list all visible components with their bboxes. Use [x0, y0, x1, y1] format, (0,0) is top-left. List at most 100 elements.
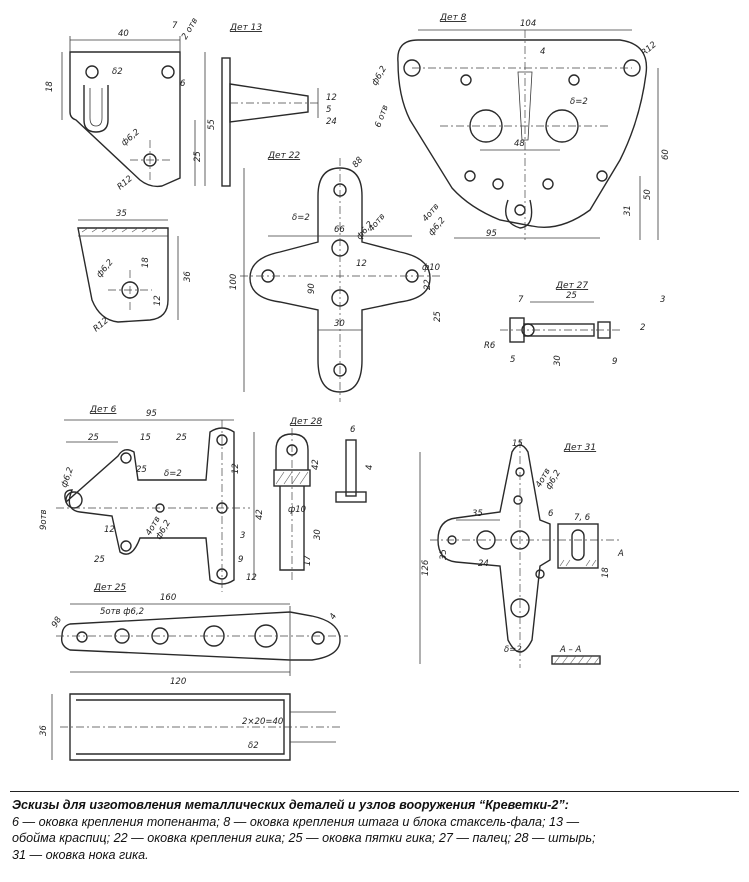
part-27-dim-30: 30: [553, 355, 563, 366]
part-28-hatch: [275, 471, 309, 485]
part-28-pin-shaft: [345, 439, 357, 497]
small-bracket-group: 35 36 18 12 ф6,2 R12: [77, 209, 193, 334]
part-22-outline: [249, 167, 431, 393]
part-31-dim-126: 126: [421, 559, 431, 576]
part-31-side-view: [557, 523, 599, 569]
part-13-dim-25: 25: [193, 151, 203, 162]
part-28-dim-6: 6: [350, 425, 356, 435]
part-25-group: Дет 25 160 5отв ф6,2 98 4 120: [50, 583, 348, 687]
part-25-dim-98: 98: [50, 615, 64, 630]
part-22-dim-100: 100: [229, 274, 239, 290]
part-13-slot: [83, 85, 109, 133]
part-22-dim-30: 30: [334, 319, 345, 329]
part-27-dim-9: 9: [612, 357, 617, 367]
part-6-dim-15: 15: [140, 433, 151, 443]
part-31-dim-35: 35: [472, 509, 483, 519]
small-bracket-dim-12: 12: [153, 295, 163, 306]
part-31-side-hatch: [559, 559, 597, 567]
part-6-dim-12: 12: [104, 525, 115, 535]
part-22-dim-90: 90: [307, 283, 317, 294]
part-6-group: Дет 6 95 25 15 25 25 δ=2 12 25 4отв ф6,2…: [39, 405, 265, 592]
part-13-dim-6: 6: [180, 79, 186, 89]
part-8-dim-31: 31: [623, 205, 633, 216]
part-31-dim-18: 18: [601, 567, 611, 578]
part-28-dim-17: 17: [303, 555, 313, 566]
part-31-dim-A: А: [617, 549, 624, 559]
part-25-hole-1: [76, 631, 88, 643]
part-25-side-dim-36: 36: [39, 725, 49, 736]
part-8-large-hole-right: [545, 109, 579, 143]
part-8-hole-g: [514, 204, 526, 216]
part-6-thickness: δ=2: [164, 469, 182, 479]
part-6-dim-12c: 12: [246, 573, 257, 583]
part-8-hole-c: [464, 170, 476, 182]
part-8-dim-6otv: 6 отв: [373, 104, 390, 129]
part-27-dim-2: 2: [640, 323, 645, 333]
part-13-dim-40: 40: [118, 29, 129, 39]
part-25-outline: [60, 611, 341, 661]
part-13-dim-24: 24: [326, 117, 337, 127]
part-8-header: Дет 8: [439, 13, 467, 23]
part-13-slot-inner: [89, 88, 103, 127]
part-13-dim-55: 55: [207, 119, 217, 130]
part-25-side-dim-2x20: 2×20=40: [242, 717, 283, 727]
part-6-dim-25b: 25: [176, 433, 187, 443]
part-13-hole-3: [143, 153, 157, 167]
part-31-dim-6: 6: [548, 509, 554, 519]
part-31-header: Дет 31: [563, 443, 596, 453]
part-8-outline: [397, 39, 648, 228]
part-13-thickness: δ2: [112, 67, 123, 77]
part-22-hole-bottom: [333, 363, 347, 377]
part-8-dim-95: 95: [486, 229, 497, 239]
part-8-hole-f: [596, 170, 608, 182]
part-6-hole-a: [120, 452, 132, 464]
part-31-hole-a: [513, 495, 523, 505]
part-27-dim-25: 25: [566, 291, 577, 301]
part-6-hole-c: [216, 434, 228, 446]
part-8-hole-a: [460, 74, 472, 86]
part-25-dim-4: 4: [328, 612, 339, 622]
part-6-dim-9otv: 9отв: [39, 509, 49, 530]
part-27-dim-5: 5: [510, 355, 515, 365]
part-31-dim-24: 24: [478, 559, 489, 569]
part-31-outline: [437, 444, 551, 653]
part-13-dim-12: 12: [326, 93, 337, 103]
part-25-dim-120: 120: [170, 677, 186, 687]
part-25-dim-holes: 5отв ф6,2: [100, 607, 144, 617]
part-28-dim-42: 42: [311, 459, 321, 470]
part-22-dim-66: 66: [334, 225, 345, 235]
part-8-dim-104: 104: [520, 19, 536, 29]
drawing-canvas: Дет 13 40 2 отв 7 6 18 55 25 12 5 24 ф6,…: [39, 13, 671, 761]
part-8-dim-50: 50: [643, 189, 653, 200]
part-13-dim-phi: ф6,2: [120, 127, 142, 148]
part-31-dim-35b: 35: [439, 549, 449, 560]
part-22-dim-88: 88: [351, 155, 366, 170]
part-31-hole-b: [535, 569, 545, 579]
part-13-header: Дет 13: [229, 23, 262, 33]
part-31-side-slot: [571, 529, 585, 561]
part-31-section-label: А – А: [559, 645, 581, 655]
part-22-dim-12: 12: [356, 259, 367, 269]
part-13-group: Дет 13 40 2 отв 7 6 18 55 25 12 5 24 ф6,…: [45, 16, 337, 192]
part-8-large-hole-left: [469, 109, 503, 143]
part-13-side-tube: [229, 83, 309, 123]
part-6-dim-phi-b: ф6,2: [59, 466, 76, 489]
part-8-dim-phi-a: ф6,2: [370, 64, 389, 87]
caption-line-2: обойма краспиц; 22 — оковка крепления ги…: [12, 831, 596, 845]
part-22-dim-phi10: ф10: [422, 263, 440, 273]
part-27-group: Дет 27 7 25 3 2 5 9 30 R6: [484, 281, 665, 367]
part-8-hole-e: [542, 178, 554, 190]
technical-drawing-sheet: Дет 13 40 2 отв 7 6 18 55 25 12 5 24 ф6,…: [39, 13, 671, 761]
figure-caption: Эскизы для изготовления металлических де…: [12, 797, 740, 863]
part-31-dim-7-6: 7, 6: [574, 513, 591, 523]
part-13-dim-2otv: 2 отв: [180, 16, 200, 41]
part-13-hole-1: [85, 65, 99, 79]
part-6-dim-9: 9: [238, 555, 243, 565]
caption-title: Эскизы для изготовления металлических де…: [12, 798, 569, 812]
part-28-pin-head: [335, 491, 367, 503]
part-13-dim-18: 18: [45, 81, 55, 92]
part-28-group: Дет 28 6 4 42 30 17 ф10: [273, 417, 375, 580]
part-6-dim-25: 25: [88, 433, 99, 443]
part-27-dim-R6: R6: [484, 341, 496, 351]
part-8-hole-d: [492, 178, 504, 190]
